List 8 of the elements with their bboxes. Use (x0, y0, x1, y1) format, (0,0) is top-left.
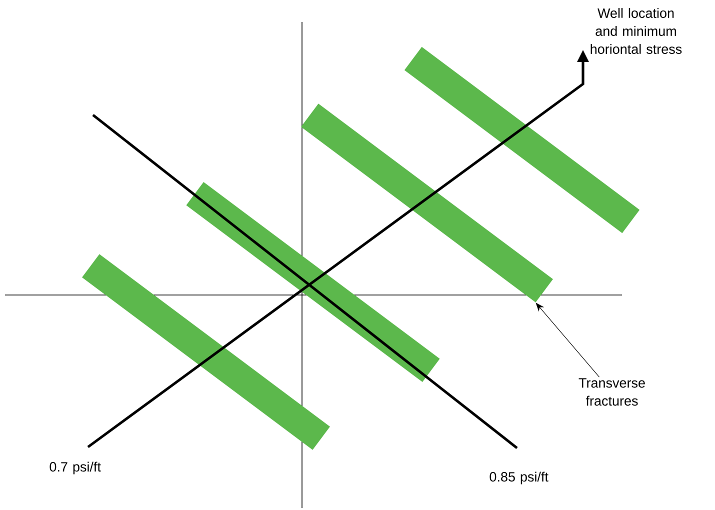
fracture-bar (186, 182, 440, 382)
fracture-bar (301, 104, 553, 302)
text-label: 0.7 psi/ft (50, 462, 101, 474)
text-label: Well location and minimum horiontal stress (590, 8, 682, 54)
leader-line (536, 302, 600, 378)
text-label: Transverse fractures (578, 378, 645, 406)
text-label: 0.85 psi/ft (490, 472, 548, 484)
fracture-bar (82, 254, 330, 450)
